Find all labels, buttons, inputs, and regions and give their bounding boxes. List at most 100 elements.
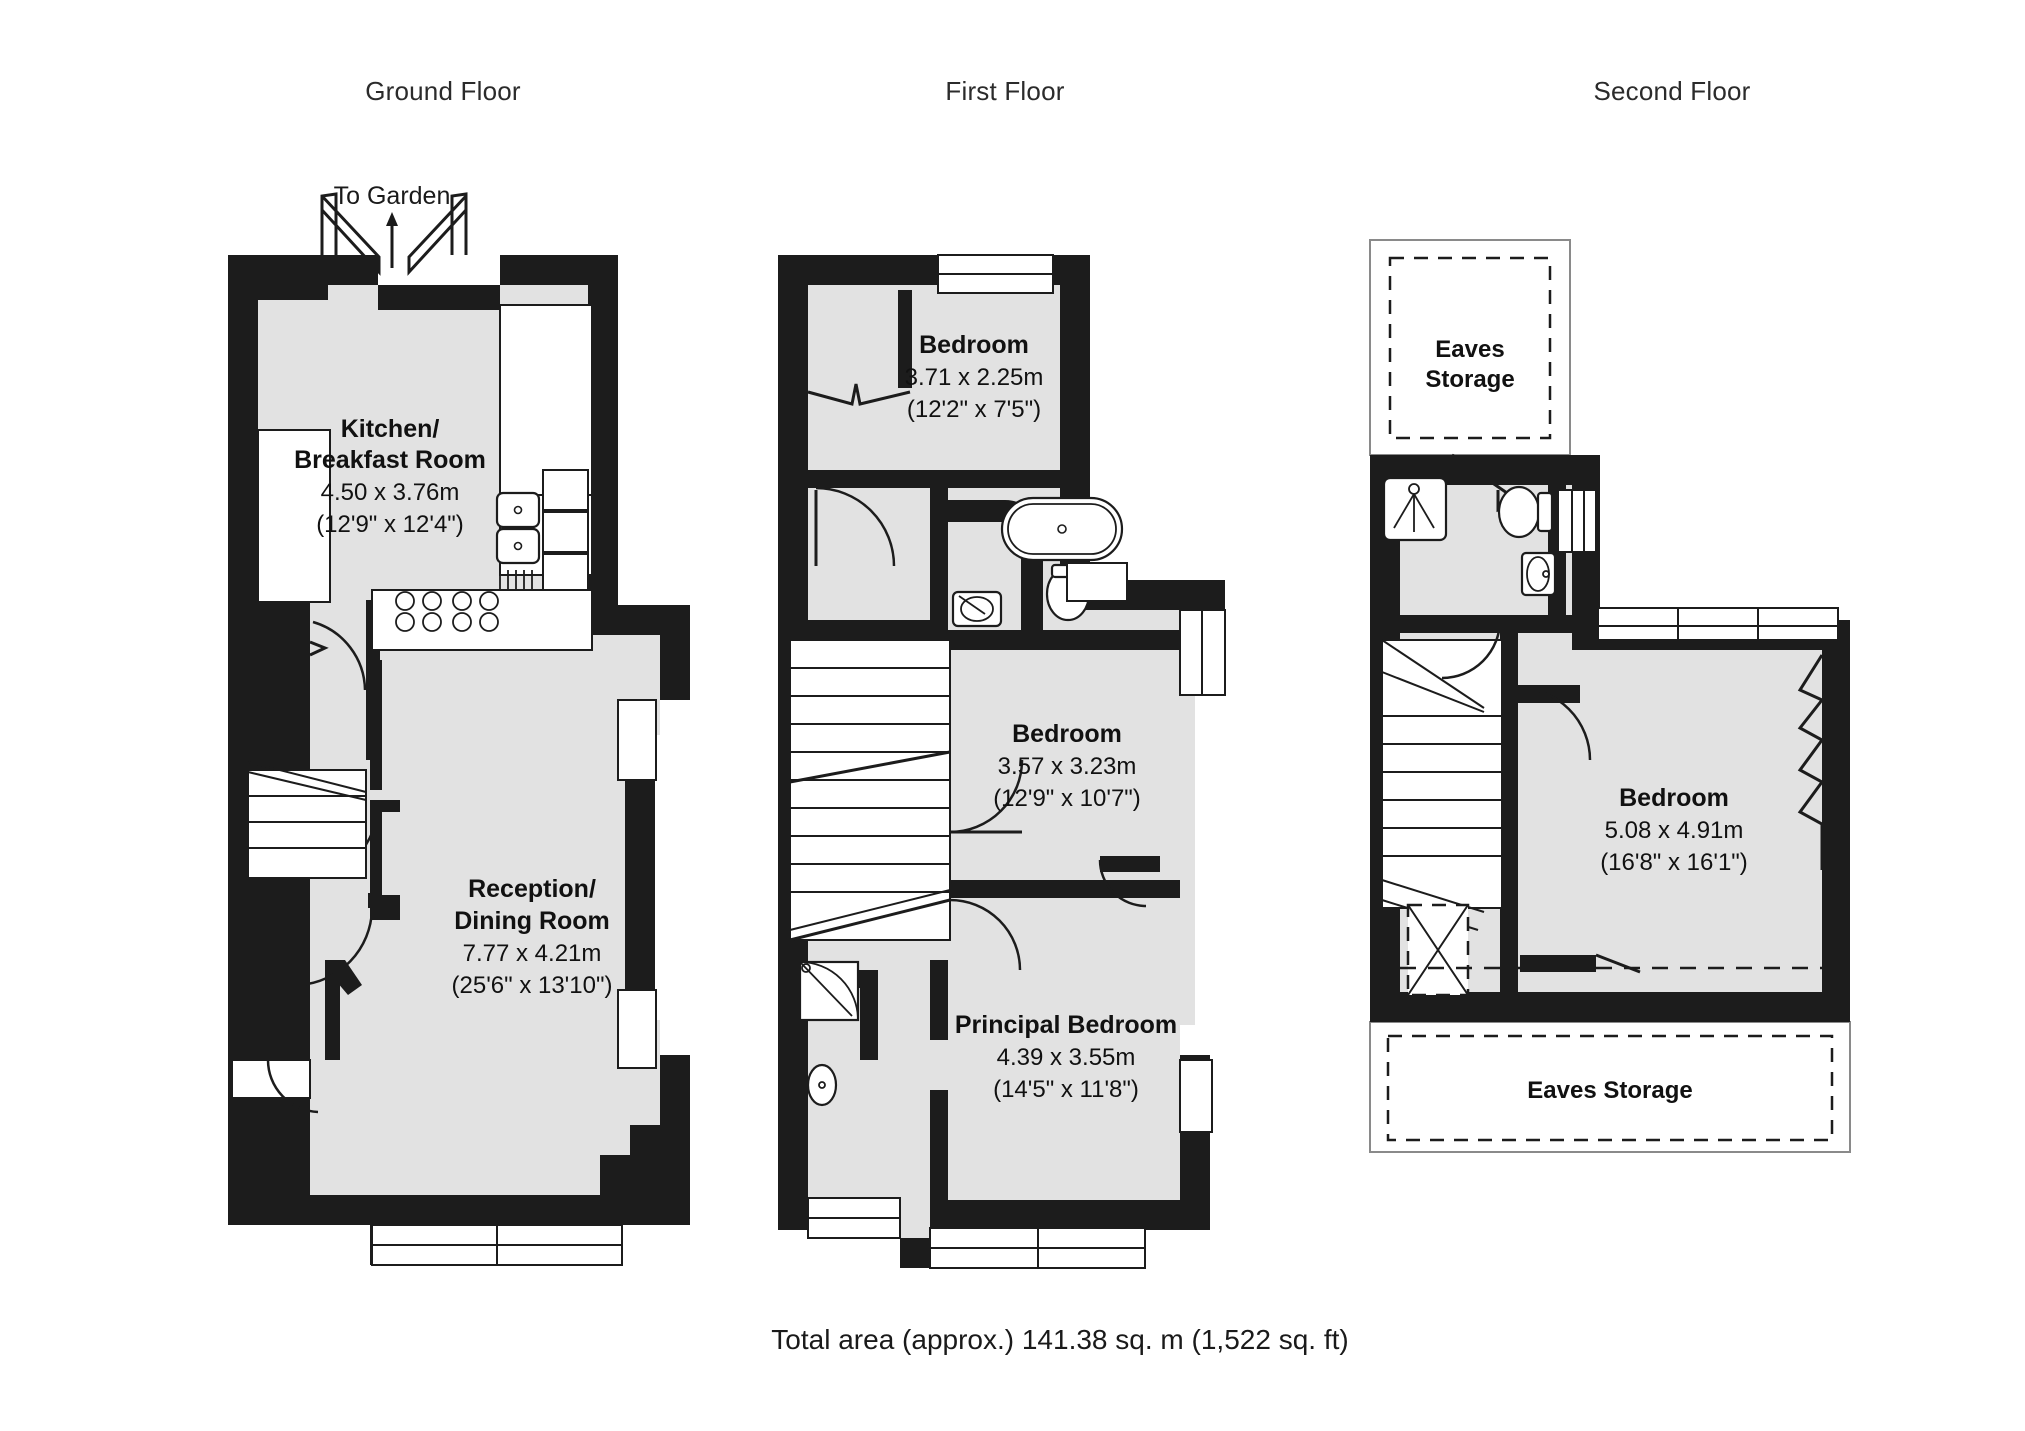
second-storage-hatch — [1406, 903, 1470, 997]
first-window-southwest — [807, 1197, 901, 1239]
ground-internal-wall-10 — [325, 960, 340, 1060]
ground-internal-wall-8 — [370, 800, 382, 905]
first-basin-icon — [951, 590, 1003, 628]
second-basin-icon — [1520, 551, 1557, 597]
first-closet-wall — [898, 290, 912, 388]
garden-french-doors-icon — [320, 192, 468, 276]
ground-door-arc-3 — [299, 909, 374, 987]
ground-bay-window — [371, 1224, 623, 1266]
second-internal-wall-4 — [1500, 685, 1580, 703]
room-dim-principal-metric: 4.39 x 3.55m — [997, 1044, 1136, 1071]
room-label-kitchen-line1: Kitchen/ — [341, 415, 440, 443]
first-internal-wall-2 — [930, 476, 948, 630]
room-dim-bedroom-front-metric: 3.71 x 2.25m — [905, 364, 1044, 391]
second-door-arc-2 — [1441, 619, 1502, 680]
room-dim-kitchen-imperial: (12'9" x 12'4") — [316, 511, 464, 538]
room-dim-principal-imperial: (14'5" x 11'8") — [993, 1076, 1139, 1103]
room-dim-reception-metric: 7.77 x 4.21m — [463, 940, 602, 967]
first-floor-plan: Bedroom 3.71 x 2.25m (12'2" x 7'5") Bedr… — [778, 254, 1226, 1269]
room-dim-bedroom-loft-metric: 5.08 x 4.91m — [1605, 817, 1744, 844]
room-label-bedroom-mid: Bedroom — [1012, 720, 1122, 748]
room-dim-kitchen-metric: 4.50 x 3.76m — [321, 479, 460, 506]
to-garden-arrow-icon — [386, 212, 398, 268]
room-label-bedroom-front: Bedroom — [919, 331, 1029, 359]
ground-door-leaf-1 — [309, 640, 329, 657]
kitchen-hob-icon — [395, 591, 499, 632]
kitchen-counter-bottom — [372, 590, 592, 650]
total-area-label: Total area (approx.) 141.38 sq. m (1,522… — [771, 1324, 1348, 1355]
room-label-eaves-bottom: Eaves Storage — [1527, 1077, 1692, 1104]
second-eaves-bottom-dashed — [1386, 1034, 1834, 1142]
first-internal-wall-6 — [930, 880, 1180, 898]
first-window-east-3 — [1179, 1059, 1213, 1133]
ground-internal-wall-11 — [325, 960, 362, 995]
first-closet-doors-icon — [807, 383, 911, 406]
second-window-ensuite — [1557, 489, 1597, 553]
first-window-south — [929, 1227, 1146, 1269]
first-internal-wall-8 — [930, 1090, 948, 1200]
kitchen-sink-bowl2-icon — [495, 527, 541, 565]
room-dim-bedroom-loft-imperial: (16'8" x 16'1") — [1600, 849, 1748, 876]
kitchen-sink-drain-icon — [513, 505, 523, 515]
first-internal-wall-4 — [930, 630, 1180, 650]
first-door-arc-3 — [949, 898, 1022, 971]
first-internal-wall-11 — [1100, 856, 1160, 872]
to-garden-label: To Garden — [334, 182, 451, 210]
room-label-principal-bedroom: Principal Bedroom — [955, 1011, 1177, 1039]
second-internal-wall-5 — [1500, 700, 1518, 745]
kitchen-wall-units — [542, 469, 589, 599]
ground-window-east-2 — [618, 990, 656, 1068]
second-toilet-icon — [1497, 485, 1554, 539]
room-label-reception-line1: Reception/ — [468, 875, 596, 903]
ground-internal-wall-7 — [378, 800, 400, 812]
ground-window-east-1-outline — [617, 699, 657, 781]
kitchen-unit-left-outline — [257, 429, 331, 603]
kitchen-unit-left — [258, 430, 330, 602]
room-label-reception-line2: Dining Room — [454, 907, 610, 935]
second-internal-wall-3 — [1500, 633, 1518, 700]
first-window-east-2 — [1179, 609, 1226, 696]
second-internal-wall-1 — [1400, 615, 1572, 633]
kitchen-counter-bottom-outline — [371, 589, 593, 651]
first-window-east-1 — [1066, 562, 1128, 602]
first-staircase — [789, 639, 951, 942]
second-eaves-top-dashed — [1388, 256, 1552, 440]
floor-title-first: First Floor — [945, 76, 1064, 106]
ground-internal-wall-6 — [370, 660, 382, 790]
kitchen-sink-drain2-icon — [513, 541, 523, 551]
room-dim-reception-imperial: (25'6" x 13'10") — [452, 972, 613, 999]
floor-title-ground: Ground Floor — [365, 76, 521, 106]
ground-staircase — [247, 761, 367, 879]
second-staircase — [1381, 639, 1503, 931]
first-door-arc-1 — [815, 486, 896, 567]
second-floor-plan: Eaves Storage Bedroom 5.08 x 4.91m (16'8… — [1369, 239, 1851, 1153]
second-roof-slope-detail — [1797, 654, 1825, 870]
second-shower-icon — [1382, 476, 1448, 542]
first-internal-wall-10 — [860, 970, 878, 1060]
second-door-arc-1 — [1517, 686, 1592, 761]
room-dim-bedroom-mid-imperial: (12'9" x 10'7") — [993, 785, 1141, 812]
first-internal-wall-3 — [808, 620, 948, 640]
first-window-north — [937, 254, 1054, 294]
room-label-eaves-top-line2: Storage — [1425, 366, 1514, 393]
ground-door-arc-4 — [266, 1059, 319, 1114]
ground-internal-wall-12 — [368, 893, 382, 908]
first-internal-wall-7 — [930, 960, 948, 1040]
room-label-bedroom-loft: Bedroom — [1619, 784, 1729, 812]
floor-title-second: Second Floor — [1593, 76, 1750, 106]
room-label-eaves-top-line1: Eaves — [1435, 336, 1504, 363]
ground-internal-wall-2 — [278, 604, 300, 780]
second-internal-wall-6 — [1500, 745, 1518, 992]
room-dim-bedroom-mid-metric: 3.57 x 3.23m — [998, 753, 1137, 780]
second-internal-wall-7 — [1520, 955, 1596, 972]
kitchen-unit-tall — [500, 305, 592, 495]
ground-window-east-1 — [618, 700, 656, 780]
second-partition-detail — [1595, 953, 1641, 974]
ground-door-arc-1 — [312, 620, 367, 691]
kitchen-sink-icon — [495, 491, 541, 529]
first-floor-fill — [808, 285, 1195, 1238]
room-label-kitchen-line2: Breakfast Room — [294, 446, 486, 474]
first-bathtub-icon — [1000, 496, 1124, 562]
